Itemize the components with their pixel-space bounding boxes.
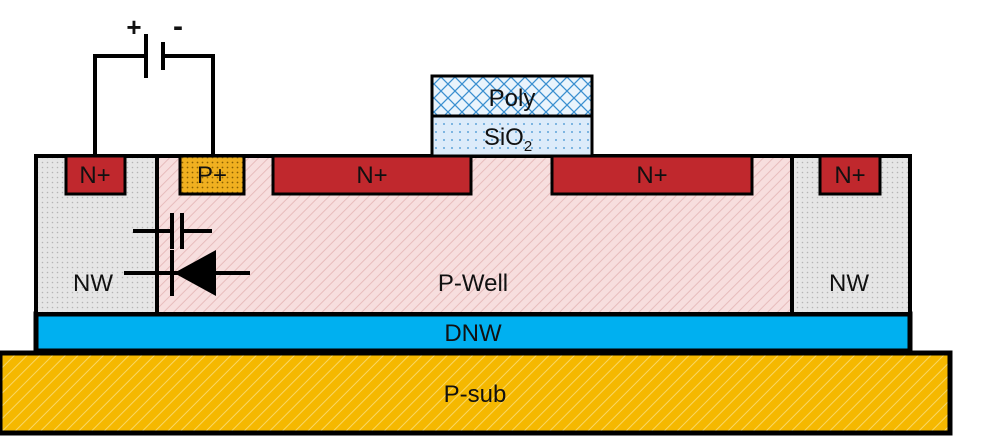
pplus-label: P+: [197, 162, 227, 189]
battery-icon: [93, 34, 215, 156]
nplus-left-diffusion: [64, 154, 127, 196]
pwell-label: P-Well: [438, 270, 508, 297]
poly-gate: [430, 74, 594, 118]
psub-region: [0, 350, 953, 436]
nplus-right-label: N+: [834, 162, 865, 189]
nplus-source-diffusion: [271, 154, 473, 196]
nplus-drain-label: N+: [636, 162, 667, 189]
nplus-drain-diffusion: [550, 154, 754, 196]
capacitor-icon: [133, 213, 212, 249]
nplus-source-label: N+: [356, 162, 387, 189]
psub-label: P-sub: [444, 381, 507, 408]
dnw-label: DNW: [444, 320, 502, 347]
poly-label: Poly: [489, 85, 536, 112]
nplus-left-label: N+: [79, 162, 110, 189]
nw-left-label: NW: [73, 270, 113, 297]
nplus-right-diffusion: [818, 154, 882, 196]
dnw-region: [33, 311, 913, 354]
battery-minus-label: -: [173, 10, 183, 43]
nw-right-label: NW: [829, 270, 869, 297]
diode-icon: [124, 250, 250, 296]
battery-plus-label: +: [126, 12, 141, 42]
oxide-label: SiO2: [484, 124, 532, 155]
